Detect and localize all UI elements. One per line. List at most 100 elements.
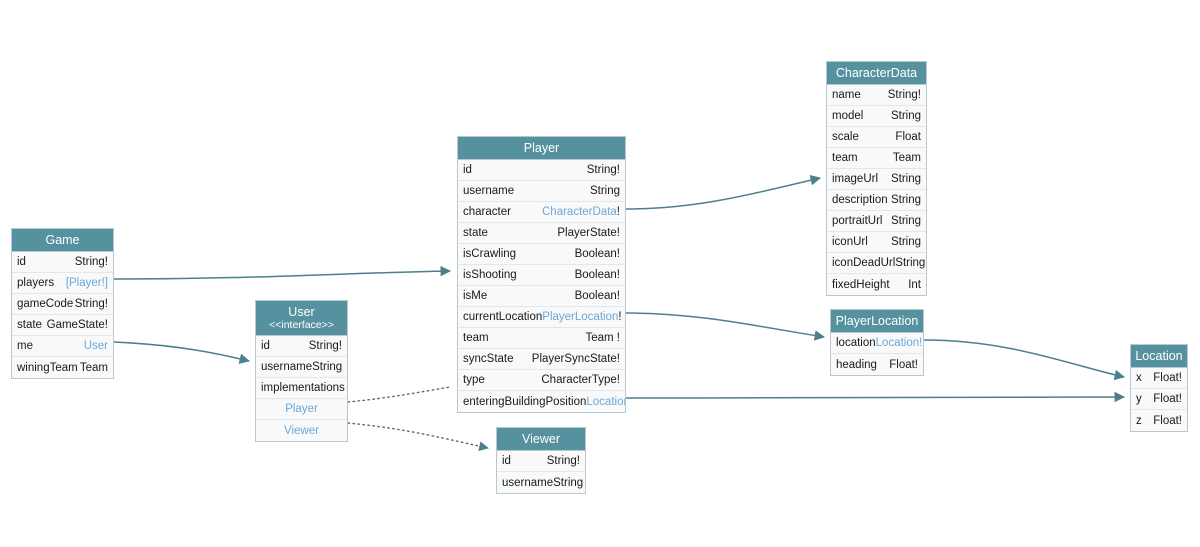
field-name: team (463, 332, 489, 344)
field-name: description (832, 194, 888, 206)
field-type: Float! (889, 358, 918, 371)
field-type[interactable]: CharacterData! (542, 206, 620, 218)
field-name: username (261, 361, 313, 373)
field-name: implementations (261, 382, 345, 394)
entity-header-player: Player (458, 137, 625, 160)
field-name: id (261, 340, 270, 352)
edge-player-enteringbuilding-to-location (625, 391, 1126, 403)
field-type: String (895, 257, 926, 269)
field-type: String (589, 185, 620, 197)
field-name: fixedHeight (832, 278, 890, 291)
entity-stereotype: <<interface>> (269, 319, 334, 331)
field-name: isMe (463, 290, 488, 302)
field-name: isShooting (463, 269, 517, 281)
field-name: scale (832, 131, 859, 143)
field-row: id String! (256, 336, 347, 357)
field-row: team Team (827, 148, 926, 169)
field-row: team Team ! (458, 328, 625, 349)
field-row: implementations (256, 378, 347, 399)
field-type: Float! (1153, 372, 1182, 384)
field-type: String (890, 236, 921, 248)
field-type: PlayerState! (557, 227, 620, 239)
field-row: fixedHeight Int (827, 274, 926, 295)
field-name: heading (836, 358, 877, 371)
field-name: id (463, 164, 472, 176)
field-row[interactable]: Viewer (256, 420, 347, 441)
field-row[interactable]: Player (256, 399, 347, 420)
field-type: String! (887, 89, 921, 101)
field-type: String! (308, 340, 342, 352)
field-name: players (17, 277, 55, 289)
field-type: String! (586, 164, 620, 176)
field-type: Team (79, 361, 108, 374)
field-name: gameCode (17, 298, 74, 310)
field-name: iconDeadUrl (832, 257, 896, 269)
field-row: name String! (827, 85, 926, 106)
field-row: id String! (458, 160, 625, 181)
edge-player-currentlocation-to-playerlocation (625, 312, 826, 341)
field-name: syncState (463, 353, 514, 365)
edge-playerlocation-location-to-location (923, 339, 1126, 381)
entity-header-playerlocation: PlayerLocation (831, 310, 923, 333)
entity-title: CharacterData (835, 66, 918, 80)
field-type: Boolean! (574, 248, 620, 260)
entity-header-viewer: Viewer (497, 428, 585, 451)
field-row: players [Player!] (12, 273, 113, 294)
field-type: Team (892, 152, 921, 164)
field-name: state (17, 319, 42, 331)
edge-user-player-impl (347, 386, 451, 403)
field-type[interactable]: [Player!] (65, 277, 108, 289)
field-type[interactable]: PlayerLocation! (542, 311, 622, 323)
edge-player-character-to-characterdata (625, 175, 822, 210)
field-type: Float! (1153, 393, 1182, 405)
field-name: me (17, 340, 33, 352)
field-type-nonnull: ! (618, 311, 622, 323)
field-type: String! (74, 256, 108, 268)
field-row: heading Float! (831, 354, 923, 375)
field-type: Float! (1153, 414, 1182, 427)
field-type[interactable]: User (83, 340, 108, 352)
field-type[interactable]: Location (586, 395, 625, 408)
entity-header-characterdata: CharacterData (827, 62, 926, 85)
field-name: team (832, 152, 858, 164)
field-type-nonnull: ! (616, 206, 620, 218)
field-name: z (1136, 414, 1142, 427)
entity-title: Viewer (522, 432, 560, 446)
field-type: CharacterType! (541, 374, 620, 386)
field-name: username (502, 476, 554, 489)
field-type[interactable]: Location! (875, 337, 923, 349)
field-name: location (836, 337, 876, 349)
field-row: enteringBuildingPositionLocation (458, 391, 625, 412)
field-name: name (832, 89, 861, 101)
field-type: String (890, 110, 921, 122)
field-type: Int (908, 278, 921, 291)
field-type: String (553, 476, 584, 489)
field-name: currentLocation (463, 311, 543, 323)
field-name: winingTeam (17, 361, 78, 374)
field-type: String (312, 361, 343, 373)
entity-title: Game (45, 233, 80, 247)
field-type: Team ! (585, 332, 620, 344)
field-name: Viewer (284, 424, 319, 437)
